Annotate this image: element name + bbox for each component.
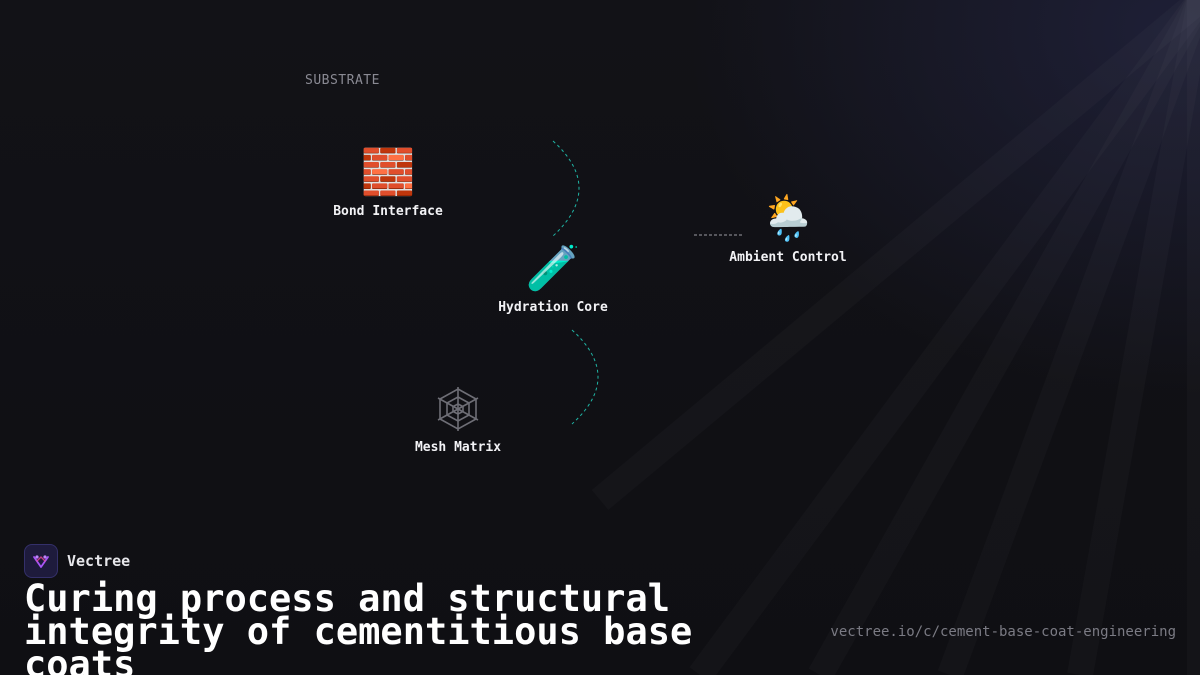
edge-hydration-mesh <box>571 329 599 425</box>
brick-icon: 🧱 <box>360 147 416 198</box>
node-bond-interface[interactable]: 🧱 Bond Interface <box>298 147 478 220</box>
node-label: Bond Interface <box>333 204 443 219</box>
test-tube-icon: 🧪 <box>525 243 581 294</box>
spider-web-icon <box>368 384 548 434</box>
edge-bond-hydration <box>552 140 580 237</box>
page-title: Curing process and structural integrity … <box>24 577 693 675</box>
section-label-substrate: SUBSTRATE <box>305 73 380 88</box>
node-label: Hydration Core <box>498 300 608 315</box>
brand[interactable]: Vectree <box>24 544 130 578</box>
node-hydration-core[interactable]: 🧪 Hydration Core <box>463 243 643 316</box>
node-label: Ambient Control <box>729 250 847 265</box>
vectree-logo-icon <box>24 544 58 578</box>
node-mesh-matrix[interactable]: Mesh Matrix <box>368 384 548 455</box>
brand-name: Vectree <box>67 552 131 570</box>
node-label: Mesh Matrix <box>414 440 502 455</box>
sun-behind-rain-cloud-icon: 🌦️ <box>760 193 816 244</box>
node-ambient-control[interactable]: 🌦️ Ambient Control <box>698 193 878 266</box>
source-url[interactable]: vectree.io/c/cement-base-coat-engineerin… <box>830 624 1176 640</box>
